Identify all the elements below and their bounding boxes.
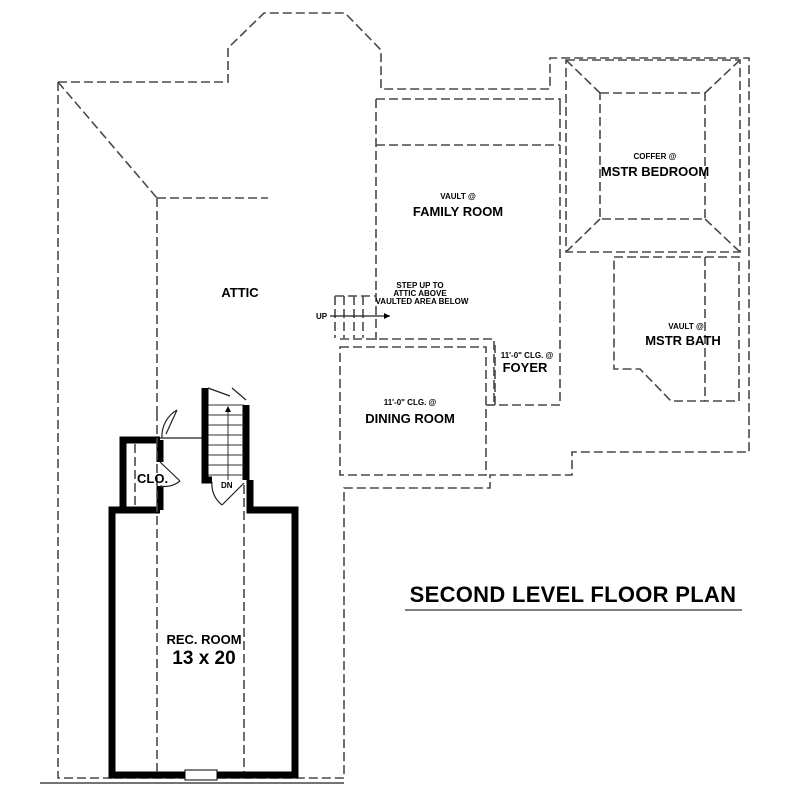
family-room-note: VAULT @	[440, 192, 476, 201]
rec-room-walls	[40, 412, 344, 784]
attic-label: ATTIC	[221, 285, 259, 300]
dining-room-label: DINING ROOM	[365, 411, 455, 426]
step-up-stair	[330, 295, 390, 338]
dining-foyer-outline	[339, 338, 495, 476]
master-bedroom-outline	[565, 59, 741, 253]
foyer-note: 11'-0" CLG. @	[501, 351, 554, 360]
family-room-label: FAMILY ROOM	[413, 204, 503, 219]
closet-walls	[119, 409, 205, 510]
master-bedroom-note: COFFER @	[634, 152, 677, 161]
rec-room-dimensions: 13 x 20	[172, 648, 235, 669]
dining-room-note: 11'-0" CLG. @	[384, 398, 437, 407]
master-bath-note: VAULT @	[668, 322, 704, 331]
closet-label: CLO.	[137, 471, 168, 486]
master-bath-label: MSTR BATH	[645, 333, 721, 348]
main-stair	[201, 387, 250, 773]
step-up-note-2: ATTIC ABOVE	[393, 289, 447, 298]
roof-outline	[57, 12, 750, 779]
master-bedroom-label: MSTR BEDROOM	[601, 164, 709, 179]
plan-title: SECOND LEVEL FLOOR PLAN	[410, 582, 737, 607]
foyer-label: FOYER	[503, 360, 548, 375]
step-up-note-3: VAULTED AREA BELOW	[376, 297, 469, 306]
rec-room-label: REC. ROOM	[166, 632, 241, 647]
family-room-outline	[375, 98, 561, 406]
master-bath-outline	[613, 256, 740, 402]
down-label: DN	[221, 481, 233, 490]
step-up-note-1: STEP UP TO	[396, 281, 443, 290]
up-label: UP	[316, 312, 328, 321]
